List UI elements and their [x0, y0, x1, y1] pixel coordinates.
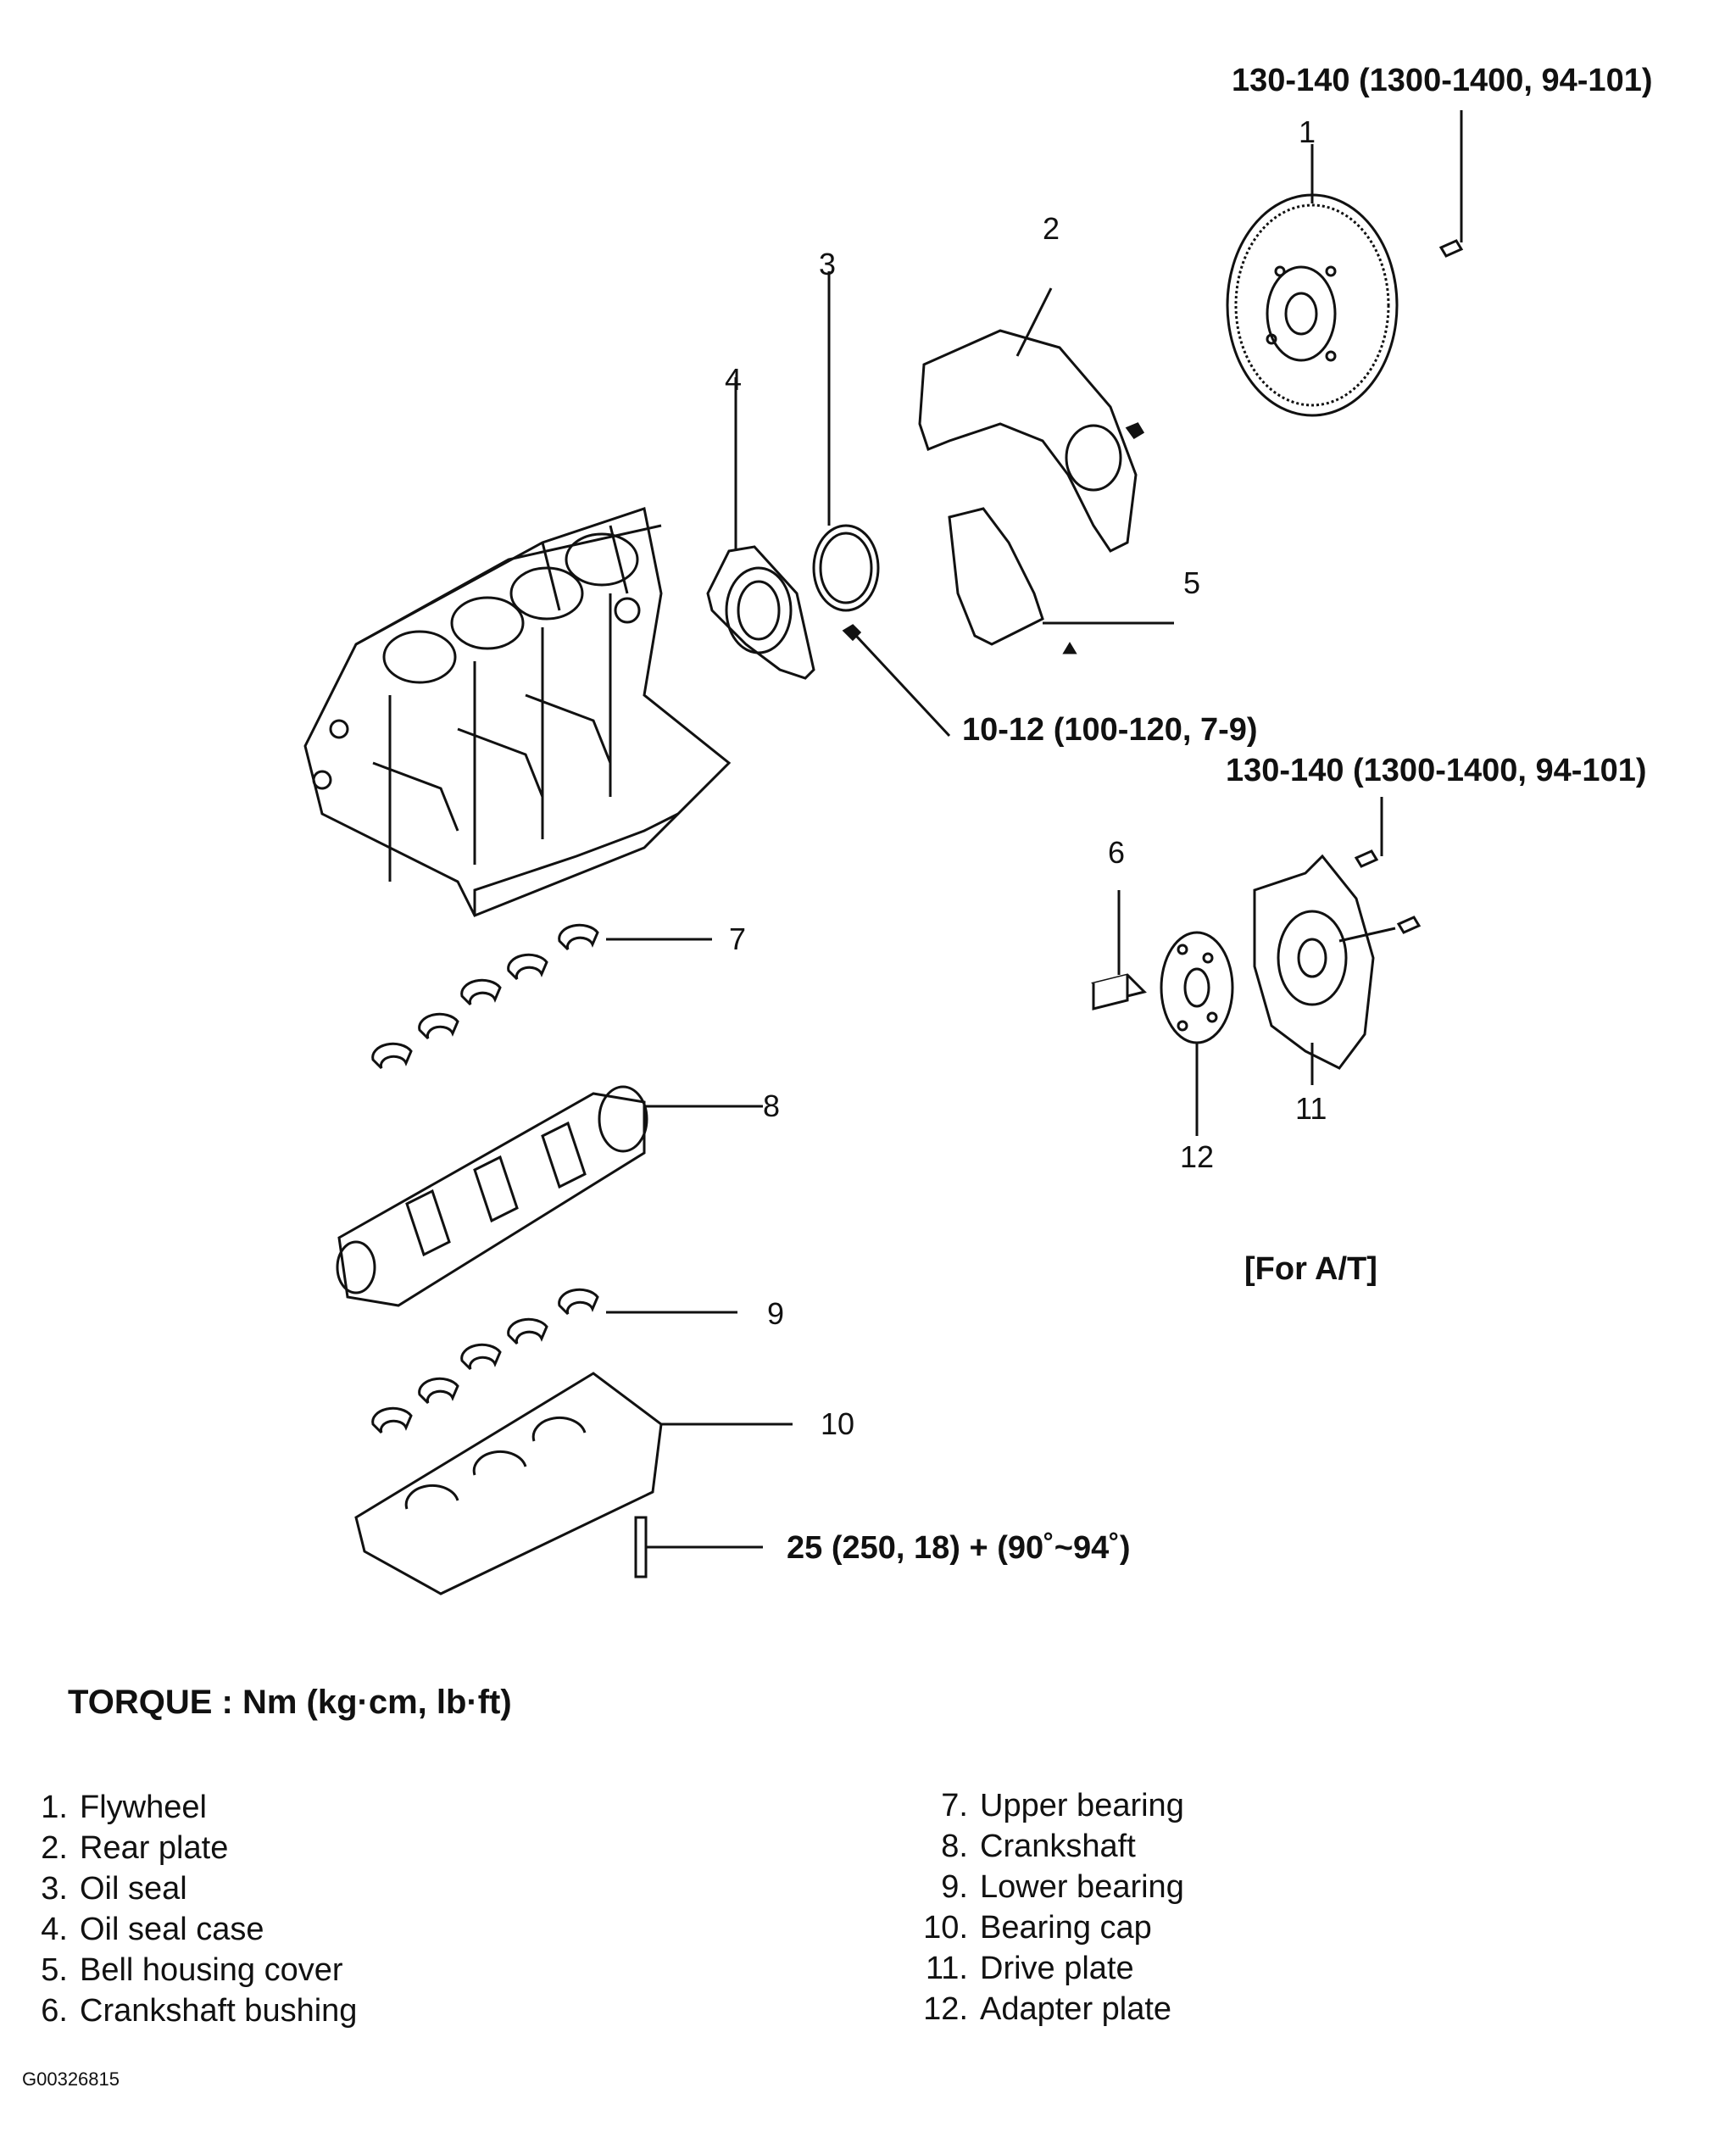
legend-item: 6. Crankshaft bushing [19, 1990, 357, 2031]
adapter-plate [1161, 933, 1232, 1136]
legend-item: 5. Bell housing cover [19, 1950, 357, 1990]
automatic-transmission-note: [For A/T] [1244, 1251, 1377, 1287]
legend-item: 7. Upper bearing [909, 1785, 1184, 1826]
legend-label: Rear plate [80, 1830, 229, 1866]
oil-seal [814, 271, 878, 610]
legend-label: Oil seal case [80, 1912, 264, 1947]
legend-label: Oil seal [80, 1871, 187, 1907]
legend-number: 9. [941, 1869, 968, 1905]
callout-11: 11 [1295, 1091, 1327, 1126]
seal-case-bolt [844, 626, 949, 736]
callout-4: 4 [725, 362, 743, 397]
legend-number: 2. [41, 1830, 68, 1866]
callout-2: 2 [1043, 211, 1060, 246]
drive-plate-bolts [1339, 797, 1419, 941]
legend-number: 8. [941, 1829, 968, 1864]
callout-7: 7 [729, 921, 747, 956]
legend-label: Drive plate [980, 1951, 1134, 1986]
legend-item: 3. Oil seal [19, 1868, 357, 1909]
engine-block [305, 509, 729, 916]
legend-number: 1. [41, 1790, 68, 1825]
legend-item: 1. Flywheel [19, 1787, 357, 1828]
callout-5: 5 [1183, 565, 1201, 600]
legend-item: 9. Lower bearing [909, 1867, 1184, 1907]
figure-code: G00326815 [22, 2068, 120, 2090]
legend-number: 11. [925, 1951, 968, 1986]
legend-item: 10. Bearing cap [909, 1907, 1184, 1948]
callout-1: 1 [1299, 114, 1316, 149]
legend-label: Lower bearing [980, 1869, 1184, 1905]
drive-plate [1255, 856, 1373, 1085]
legend-item: 12. Adapter plate [909, 1989, 1184, 2029]
legend-item: 2. Rear plate [19, 1828, 357, 1868]
legend-label: Bell housing cover [80, 1952, 343, 1988]
legend-label: Adapter plate [980, 1991, 1172, 2027]
bearing-cap [356, 1373, 793, 1594]
oil-seal-case [708, 377, 814, 678]
callout-10: 10 [821, 1406, 855, 1441]
legend-number: 3. [41, 1871, 68, 1907]
legend-label: Flywheel [80, 1790, 207, 1825]
torque-drive-plate-bolt: 130-140 (1300-1400, 94-101) [1226, 753, 1647, 788]
bearing-cap-bolt [636, 1517, 763, 1577]
legend-number: 10. [923, 1910, 968, 1946]
crankshaft-bushing [1093, 890, 1144, 1009]
legend-number: 5. [41, 1952, 68, 1988]
flywheel [1227, 144, 1397, 415]
legend-label: Crankshaft [980, 1829, 1136, 1864]
legend-number: 7. [941, 1788, 968, 1823]
legend-number: 6. [41, 1993, 68, 2029]
bell-housing-cover [949, 509, 1174, 653]
legend-item: 8. Crankshaft [909, 1826, 1184, 1867]
callout-3: 3 [819, 247, 837, 281]
flywheel-bolt [1441, 110, 1461, 256]
legend-label: Crankshaft bushing [80, 1993, 358, 2029]
callout-6: 6 [1108, 835, 1126, 870]
crankshaft [337, 1087, 763, 1306]
legend-label: Upper bearing [980, 1788, 1184, 1823]
legend-number: 12. [923, 1991, 968, 2027]
legend-item: 11. Drive plate [909, 1948, 1184, 1989]
torque-bearing-cap-bolt: 25 (250, 18) + (90˚~94˚) [787, 1530, 1131, 1566]
rear-plate [920, 288, 1143, 551]
upper-bearings [373, 925, 712, 1068]
torque-flywheel-bolt: 130-140 (1300-1400, 94-101) [1232, 63, 1653, 98]
legend-number: 4. [41, 1912, 68, 1947]
legend-label: Bearing cap [980, 1910, 1152, 1946]
lower-bearings [373, 1289, 737, 1433]
callout-9: 9 [767, 1296, 785, 1331]
legend-item: 4. Oil seal case [19, 1909, 357, 1950]
parts-legend-right: 7. Upper bearing 8. Crankshaft 9. Lower bea… [909, 1785, 1184, 2029]
callout-8: 8 [763, 1088, 781, 1123]
parts-legend-left: 1. Flywheel 2. Rear plate 3. Oil seal 4. Oil… [19, 1787, 357, 2031]
torque-units-heading: TORQUE : Nm (kg·cm, lb·ft) [68, 1684, 512, 1721]
callout-12: 12 [1180, 1139, 1215, 1174]
torque-seal-case-bolt: 10-12 (100-120, 7-9) [962, 712, 1258, 748]
